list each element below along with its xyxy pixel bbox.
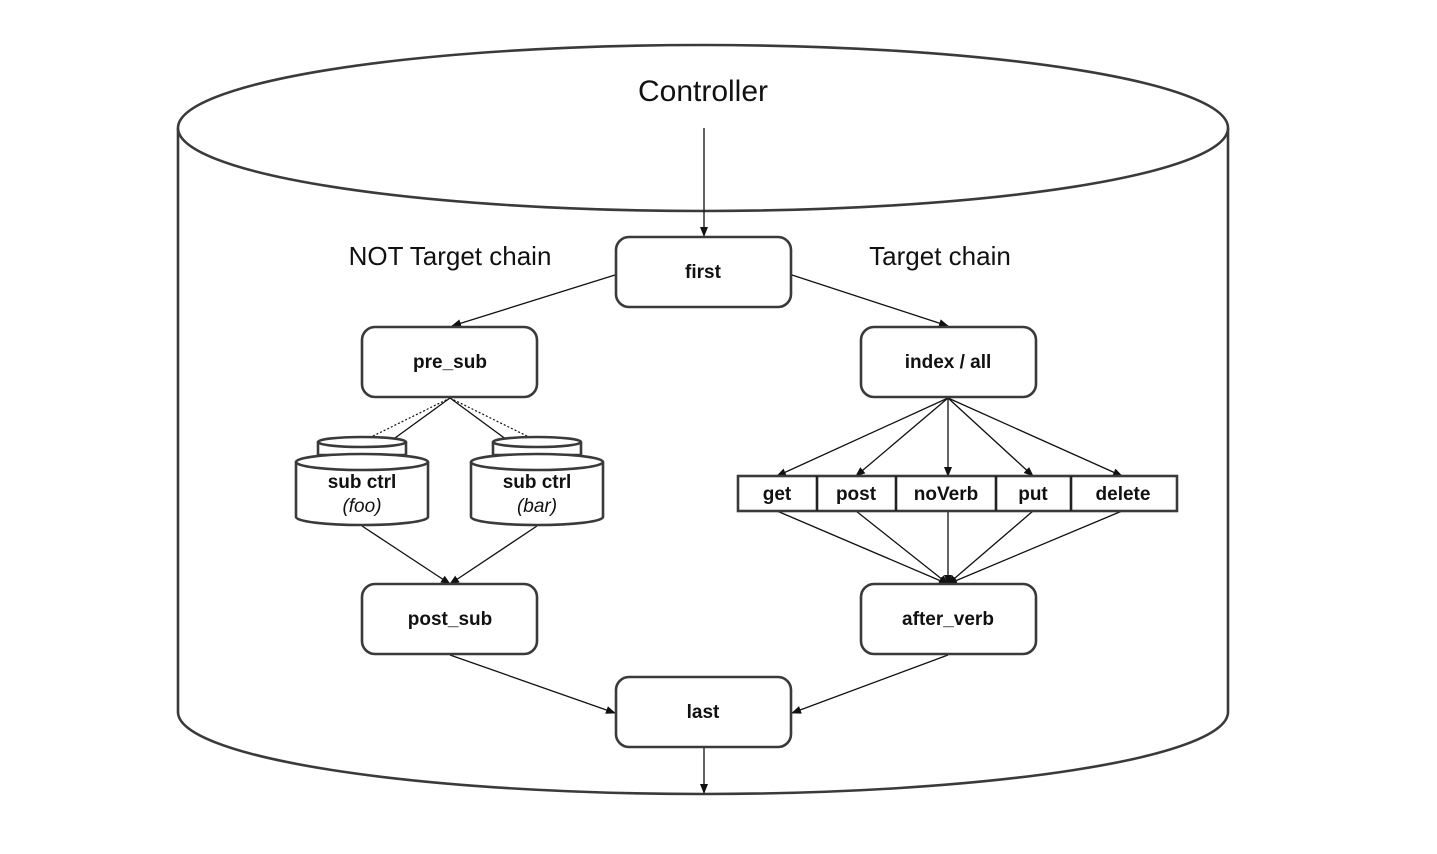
edge-post_sub-last [449,654,616,714]
edge-index-get [776,397,949,477]
node-index-all-label: index / all [905,352,992,373]
sub-ctrl-bar-subtitle: (bar) [517,496,557,517]
node-pre-sub-box [360,325,539,399]
sub-ctrl-bar-body [469,462,605,527]
edge-bar-post_sub [449,525,538,585]
controller-title: Controller [638,75,768,108]
target-chain-label: Target chain [869,241,1011,271]
node-post-sub-box [360,582,539,656]
node-last[interactable]: last [614,675,793,749]
node-first-label: first [685,262,722,283]
sub-ctrl-bar-back-top [491,435,583,449]
node-first-box [614,235,793,309]
node-pre-sub[interactable]: pre_sub [360,325,539,399]
node-index-all-box [859,325,1038,399]
sub-ctrl-foo-back-top [316,435,408,449]
verb-delete[interactable]: delete [1096,484,1151,505]
verb-get[interactable]: get [763,484,792,505]
edge-first-index [791,274,949,328]
edge-index-post [855,397,949,477]
node-post-sub-label: post_sub [408,609,492,630]
sub-ctrl-bar-top [469,452,605,472]
not-target-chain-label: NOT Target chain [349,241,552,271]
node-last-box [614,675,793,749]
node-post-sub[interactable]: post_sub [360,582,539,656]
edge-after_verb-last [791,654,949,714]
sub-ctrl-foo-body [294,462,430,527]
controller-cylinder-top [176,43,1230,213]
edge-post-after_verb [855,510,949,585]
node-after-verb-box [859,582,1038,656]
sub-ctrl-foo-title: sub ctrl [328,472,397,493]
edge-foo-post_sub [361,525,451,585]
node-after-verb[interactable]: after_verb [859,582,1038,656]
node-index-all[interactable]: index / all [859,325,1038,399]
node-sub-ctrl-foo[interactable]: sub ctrl (foo) [294,435,430,527]
sub-ctrl-foo-subtitle: (foo) [342,496,381,517]
edge-index-put [947,397,1034,477]
node-after-verb-label: after_verb [902,609,994,630]
verb-post[interactable]: post [836,484,877,505]
node-first[interactable]: first [614,235,793,309]
edge-delete-after_verb [947,510,1123,585]
sub-ctrl-foo-top [294,452,430,472]
node-sub-ctrl-bar[interactable]: sub ctrl (bar) [469,435,605,527]
edge-get-after_verb [776,510,949,585]
edge-put-after_verb [947,510,1034,585]
edge-index-delete [947,397,1123,477]
node-pre-sub-label: pre_sub [413,352,487,373]
node-last-label: last [687,702,720,723]
verb-strip: get post noVerb put delete [736,474,1179,513]
verb-noverb[interactable]: noVerb [914,484,978,505]
edge-first-pre_sub [451,274,616,328]
verb-strip-frame [736,474,1179,513]
sub-ctrl-bar-title: sub ctrl [503,472,572,493]
verb-put[interactable]: put [1018,484,1048,505]
